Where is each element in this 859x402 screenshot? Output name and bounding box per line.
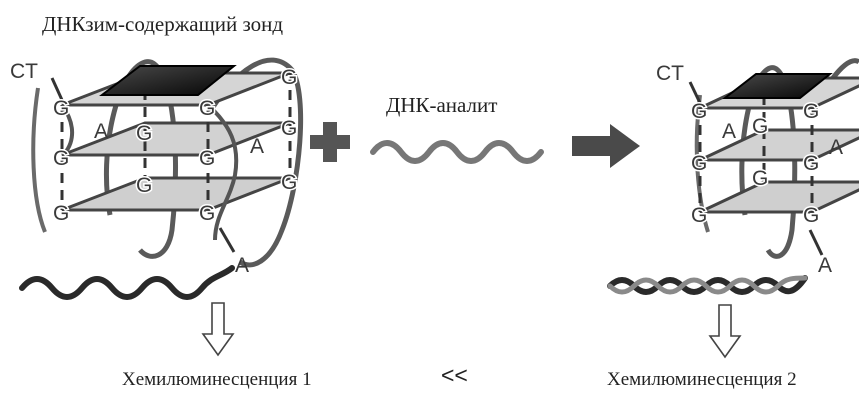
nucleotide-a: A <box>235 254 249 277</box>
nucleotide-g: G <box>53 147 69 170</box>
nucleotide-a: A <box>829 136 843 159</box>
nucleotide-a: A <box>94 120 108 143</box>
nucleotide-g: G <box>281 117 297 140</box>
nucleotide-a: A <box>250 135 264 158</box>
a-link <box>808 229 824 256</box>
probe-title: ДНКзим-содержащий зонд <box>42 12 284 36</box>
g-quartet-plate-bottom <box>61 176 291 212</box>
hybridized-g-quadruplex: CT G G G G G G G G A A A <box>607 58 859 295</box>
nucleotide-g: G <box>691 204 707 227</box>
nucleotide-g: G <box>752 167 768 190</box>
probe-g-quadruplex: CT G G G G G G G G G G G A A A <box>10 57 304 300</box>
probe-strand-loop <box>694 94 710 233</box>
chemiluminescence-1-label: Хемилюминесценция 1 <box>122 369 312 390</box>
duplex-strand-analyte <box>607 275 808 295</box>
nucleotide-g: G <box>803 100 819 123</box>
hemin-cofactor <box>99 65 237 96</box>
nucleotide-g: G <box>281 66 297 89</box>
nucleotide-g: G <box>281 171 297 194</box>
down-arrow-right <box>708 304 742 359</box>
g-quartet-plate-bottom <box>699 180 859 214</box>
nucleotide-g: G <box>199 202 215 225</box>
reaction-arrow <box>572 124 640 168</box>
probe-strand-loop <box>31 87 47 233</box>
dna-analyte-strand <box>370 140 544 164</box>
nucleotide-g: G <box>752 115 768 138</box>
nucleotide-g: G <box>136 174 152 197</box>
chemiluminescence-2-label: Хемилюминесценция 2 <box>607 369 797 390</box>
ct-tail-link <box>50 77 64 101</box>
nucleotide-g: G <box>803 204 819 227</box>
nucleotide-g: G <box>691 152 707 175</box>
g-quartet-plate-middle <box>61 121 291 157</box>
nucleotide-a: A <box>722 120 736 143</box>
nucleotide-g: G <box>691 100 707 123</box>
ct-tail-link <box>688 81 702 104</box>
probe-single-strand-tail <box>19 265 235 300</box>
a-link <box>218 227 236 253</box>
nucleotide-g: G <box>803 152 819 175</box>
g-quartet-plate-middle <box>699 128 859 162</box>
nucleotide-ct-left: CT <box>10 60 38 83</box>
plus-sign <box>310 122 350 162</box>
nucleotide-g: G <box>53 97 69 120</box>
probe-strand-front <box>60 103 239 241</box>
probe-strand-loop <box>205 57 304 268</box>
comparison-sign: << <box>441 362 468 388</box>
nucleotide-g: G <box>199 97 215 120</box>
analyte-label: ДНК-аналит <box>386 93 498 117</box>
hemin-cofactor <box>722 73 833 99</box>
nucleotide-g: G <box>136 122 152 145</box>
nucleotide-a: A <box>818 254 832 277</box>
nucleotide-g: G <box>53 202 69 225</box>
down-arrow-left <box>201 302 235 357</box>
nucleotide-ct-right: CT <box>656 62 684 85</box>
nucleotide-g: G <box>199 147 215 170</box>
